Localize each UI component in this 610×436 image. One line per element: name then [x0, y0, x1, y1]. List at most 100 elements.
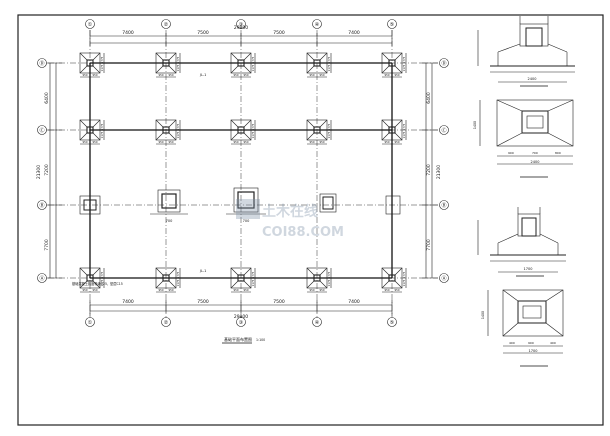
grid-column-label: ⑤ — [390, 320, 394, 326]
top-bay-1: 7400 — [122, 30, 134, 36]
footing-dim-w1: 950 — [83, 73, 88, 77]
footing-dim-h1: 1775 — [327, 56, 331, 63]
grid-bubble-row: Ⓒ — [37, 125, 47, 135]
footing-dim-w1: 950 — [234, 73, 239, 77]
bottom-bay-2: 7500 — [197, 299, 209, 305]
footing-dim-h1: 1775 — [327, 271, 331, 278]
footing-dim-h2: 1175 — [100, 131, 104, 138]
footing-dim-h2: 1175 — [402, 279, 406, 286]
right-span-3: 6400 — [426, 92, 432, 104]
footing-dim-w2: 950 — [395, 140, 400, 144]
footing-dim-w1: 950 — [234, 288, 239, 292]
footing-dim-w1: 950 — [159, 140, 164, 144]
bottom-bay-4: 7400 — [348, 299, 360, 305]
detail-plan-top — [479, 99, 574, 165]
top-bay-3: 7500 — [273, 30, 285, 36]
footing-dim-w1: 950 — [385, 288, 390, 292]
watermark-text: COI88.COM — [262, 225, 344, 240]
footing-dim-w1: 950 — [234, 140, 239, 144]
right-span-2: 7200 — [426, 164, 432, 176]
grid-column-label: ④ — [315, 22, 320, 28]
grid-column-label: ⑤ — [390, 22, 394, 28]
footing-dim-w1: 950 — [83, 288, 88, 292]
footing-dim-h2: 1175 — [327, 64, 331, 71]
plan-top-part-3: 800 — [555, 151, 561, 155]
footing-dim-w2: 950 — [395, 288, 400, 292]
beam-label-a: JL-1 — [199, 269, 206, 273]
grid-row-label: Ⓐ — [39, 275, 44, 282]
footing-dim-w2: 950 — [93, 288, 98, 292]
detail-plan-bottom — [487, 289, 564, 354]
footing-dim-w2: 950 — [93, 140, 98, 144]
footing-dim-h1: 1775 — [176, 271, 180, 278]
grid-bubble-column: ⑤ — [387, 19, 397, 29]
plan-bottom-width: 1700 — [529, 349, 538, 353]
grid-bubble-column: ① — [85, 317, 95, 327]
footing-dim-w2: 950 — [320, 288, 325, 292]
plan-top-height: 1400 — [473, 121, 477, 129]
grid-row-label: Ⓑ — [39, 202, 44, 209]
grid-bubble-column: ④ — [312, 317, 322, 327]
footing-dim-h1: 1775 — [402, 56, 406, 63]
detail-title-bars — [516, 85, 548, 367]
sheet-border — [17, 14, 604, 426]
footing-dim-h1: 1775 — [176, 123, 180, 130]
detail-dim-2: 700 — [243, 219, 250, 223]
footing-dim-h2: 1175 — [251, 279, 255, 286]
footing-dim-w1: 950 — [159, 73, 164, 77]
plan-title: 基础平面布置图 — [224, 336, 252, 342]
grid-column-label: ③ — [239, 22, 243, 28]
footing-dim-h2: 1175 — [176, 64, 180, 71]
footing-dim-w2: 950 — [320, 140, 325, 144]
footing-dim-w2: 950 — [169, 73, 174, 77]
footing-dim-h2: 1175 — [402, 131, 406, 138]
grid-bubble-column: ① — [85, 19, 95, 29]
footing-dim-w2: 950 — [93, 73, 98, 77]
footing-dim-h1: 1775 — [100, 271, 104, 278]
plan-bottom-part-1: 400 — [509, 341, 515, 345]
footing-dim-w1: 950 — [310, 288, 315, 292]
footing-dim-h2: 1175 — [251, 64, 255, 71]
plan-top-width: 2400 — [531, 160, 540, 164]
detail-dim-1: 700 — [166, 219, 173, 223]
grid-bubble-column: ④ — [312, 19, 322, 29]
plan-bottom-part-3: 400 — [550, 341, 556, 345]
footing-dim-h1: 1775 — [402, 123, 406, 130]
watermark: 土木在线 COI88.COM — [236, 199, 344, 240]
grid-row-label: Ⓑ — [441, 202, 446, 209]
grid-bubble-column: ② — [161, 19, 171, 29]
plan-scale: 1:100 — [256, 338, 265, 342]
footing-dim-h1: 1775 — [251, 56, 255, 63]
detail-section-bottom — [477, 207, 566, 273]
footing-dim-h2: 1175 — [327, 279, 331, 286]
middle-row-details — [79, 187, 401, 215]
footing-dim-h1: 1775 — [251, 271, 255, 278]
footing-dim-w1: 950 — [385, 140, 390, 144]
footing-dim-w2: 950 — [169, 140, 174, 144]
footing-dim-w1: 950 — [385, 73, 390, 77]
footing-dim-h1: 1775 — [100, 123, 104, 130]
grid-row-label: Ⓒ — [39, 127, 44, 134]
footing-dim-h2: 1175 — [100, 64, 104, 71]
left-span-2: 7200 — [44, 164, 50, 176]
grid-column-label: ② — [164, 320, 169, 326]
grid-bubble-column: ③ — [236, 317, 246, 327]
top-total: 29800 — [234, 25, 248, 31]
footing-dim-h1: 1775 — [176, 56, 180, 63]
watermark-brand: 土木在线 — [262, 203, 318, 220]
plan-top-part-2: 700 — [532, 151, 538, 155]
bottom-total: 29800 — [234, 314, 248, 320]
footing-dim-w2: 950 — [169, 288, 174, 292]
section-top-width: 2400 — [528, 77, 537, 81]
detail-section-top — [477, 16, 575, 83]
